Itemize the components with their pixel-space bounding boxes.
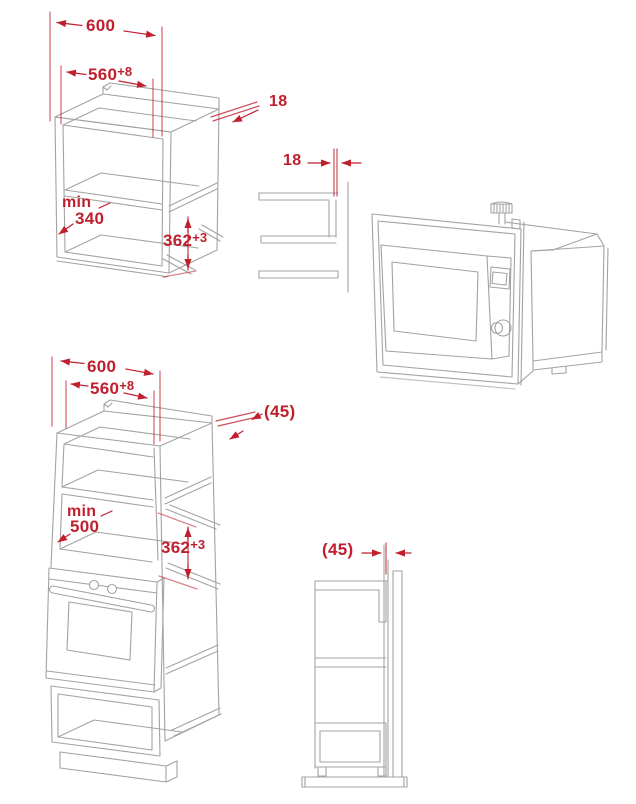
wall-cabinet-dim-niche-height: 362+3: [163, 230, 208, 250]
upper-side-section-drawing: [258, 181, 349, 293]
tall-cabinet-dim-cutout-width: 560+8: [90, 378, 135, 398]
wall-cabinet-dim-cutout-width: 560+8: [88, 64, 133, 84]
wall-cabinet-dim-min-depth-label: min: [62, 194, 92, 211]
side-section-upper-dim-panel-thickness: 18: [283, 152, 302, 169]
tall-cabinet-drawing: [45, 399, 222, 783]
lower-side-section-drawing: [301, 544, 408, 788]
wall-cabinet-dim-panel-thickness: 18: [269, 93, 288, 110]
dimension-lines: [49, 11, 412, 590]
tall-cabinet-dim-niche-height: 362+3: [161, 537, 206, 557]
wall-cabinet-dim-overall-width: 600: [86, 16, 116, 35]
wall-cabinet-dim-min-depth-value: 340: [75, 209, 105, 228]
tall-cabinet-dim-min-depth-label: min: [67, 503, 97, 520]
tall-cabinet-dim-overall-width: 600: [87, 357, 117, 376]
tall-cabinet-dim-trim-depth: (45): [264, 402, 296, 421]
side-section-lower-dim-trim-depth: (45): [322, 540, 354, 559]
microwave-oven-drawing: [371, 201, 609, 390]
tall-cabinet-dim-min-depth-value: 500: [70, 517, 100, 536]
